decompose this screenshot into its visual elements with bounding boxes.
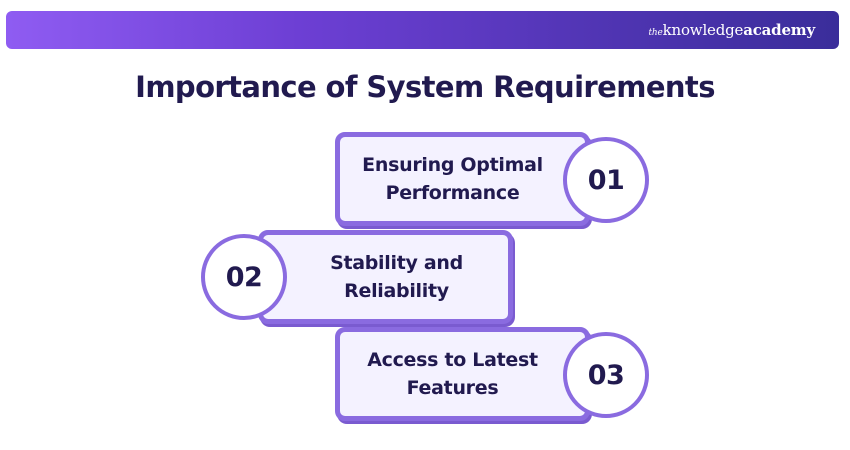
item-box-03	[335, 327, 590, 421]
item-number-03: 03	[563, 332, 649, 418]
item-label-03-line2: Features	[406, 377, 499, 399]
brand-logo-prefix: the	[648, 28, 663, 38]
item-label-01-line2: Performance	[385, 182, 520, 204]
brand-logo-word: knowledge	[662, 21, 744, 39]
item-number-01: 01	[563, 137, 649, 223]
brand-logo-suffix: academy	[743, 21, 815, 39]
item-number-02: 02	[201, 234, 287, 320]
brand-logo: theknowledgeacademy	[648, 21, 815, 42]
page-title: Importance of System Requirements	[135, 70, 715, 104]
item-text-01: Ensuring Optimal Performance	[345, 142, 560, 216]
item-box-01	[335, 132, 590, 226]
item-label-02-line2: Reliability	[344, 280, 449, 302]
item-label-01-line1: Ensuring Optimal	[362, 154, 543, 176]
item-label-02-line1: Stability and	[330, 252, 463, 274]
item-text-03: Access to Latest Features	[345, 337, 560, 411]
header-bar: theknowledgeacademy	[6, 11, 839, 49]
item-label-03-line1: Access to Latest	[367, 349, 538, 371]
item-text-02: Stability and Reliability	[290, 240, 503, 314]
